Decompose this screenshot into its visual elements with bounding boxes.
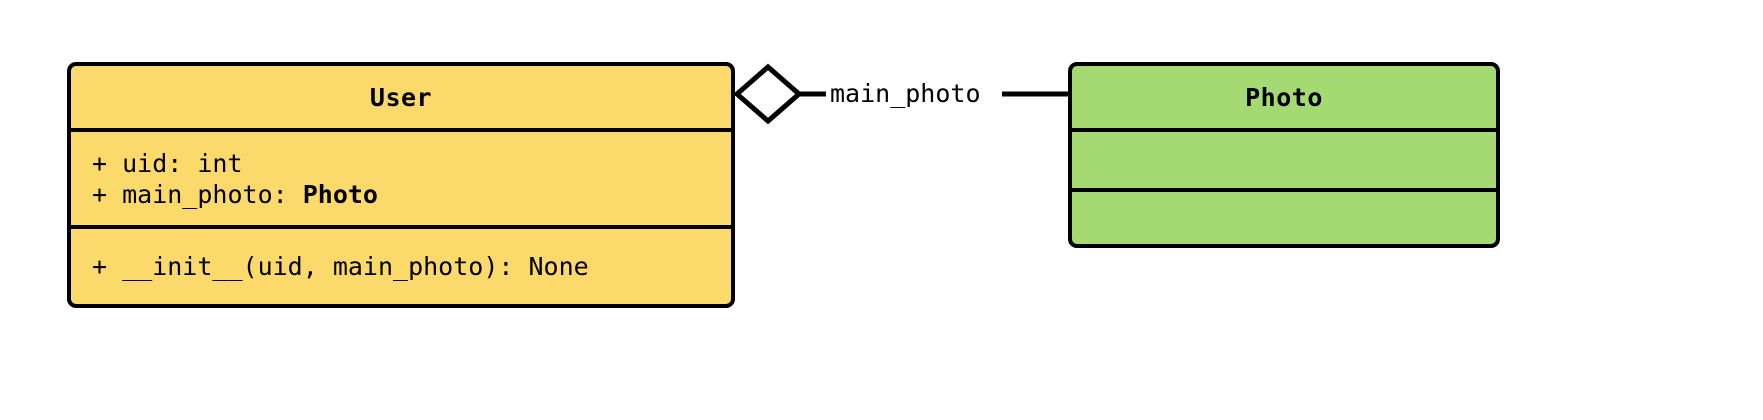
class-attributes-user: + uid: int + main_photo: Photo bbox=[71, 128, 731, 225]
class-title-photo: Photo bbox=[1245, 82, 1323, 112]
uml-class-photo[interactable]: Photo bbox=[1068, 62, 1500, 248]
aggregation-edge-label: main_photo bbox=[826, 79, 985, 109]
aggregation-diamond-icon bbox=[733, 63, 803, 125]
class-title-user: User bbox=[369, 82, 433, 112]
class-attributes-photo bbox=[1072, 128, 1496, 188]
attribute-uid: + uid: int bbox=[92, 148, 243, 178]
attribute-main-photo-type: Photo bbox=[302, 179, 378, 209]
attribute-main-photo-prefix: + main_photo: bbox=[92, 179, 303, 209]
attribute-main-photo: + main_photo: Photo bbox=[92, 179, 713, 210]
uml-class-user[interactable]: User + uid: int + main_photo: Photo + __… bbox=[67, 62, 735, 308]
class-methods-user: + __init__(uid, main_photo): None bbox=[71, 225, 731, 304]
method-init: + __init__(uid, main_photo): None bbox=[92, 252, 589, 281]
class-methods-photo bbox=[1072, 188, 1496, 244]
